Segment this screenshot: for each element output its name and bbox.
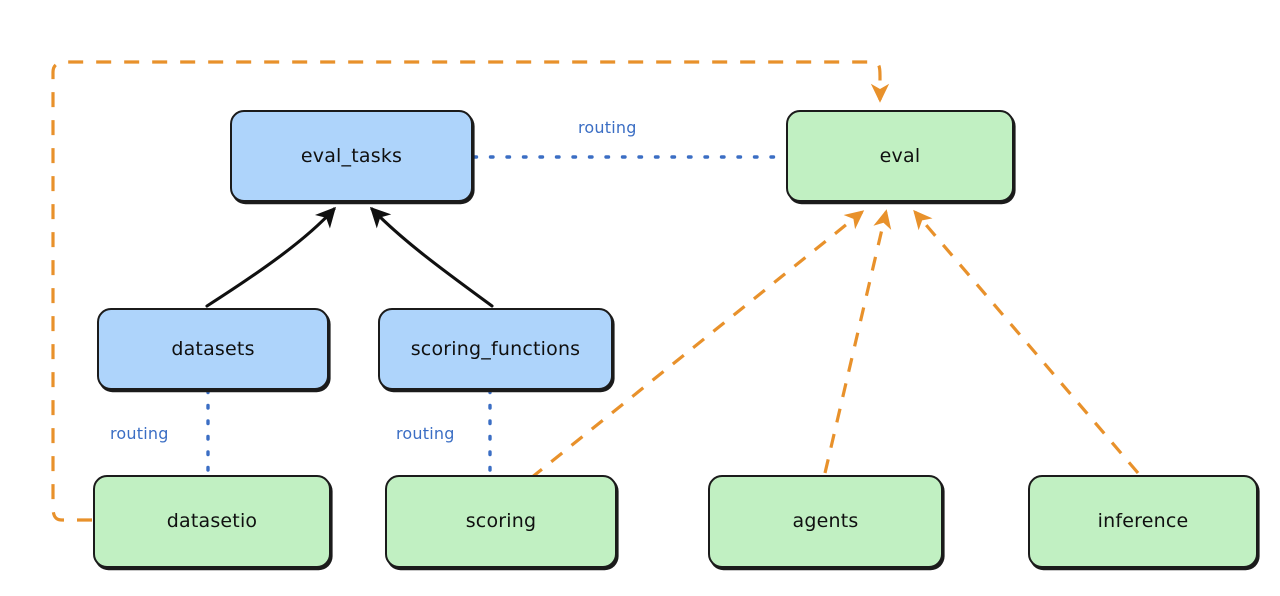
node-label-inference: inference — [1097, 510, 1189, 533]
node-label-datasetio: datasetio — [166, 510, 258, 533]
node-label-scoring-functions: scoring_functions — [410, 337, 581, 360]
node-datasetio[interactable]: datasetio — [93, 475, 331, 568]
node-eval-tasks[interactable]: eval_tasks — [230, 110, 473, 202]
node-scoring[interactable]: scoring — [385, 475, 617, 568]
edge-scoring-functions-to-eval-tasks — [369, 206, 494, 308]
node-agents[interactable]: agents — [708, 475, 943, 568]
edge-inference-to-eval — [913, 209, 1140, 475]
edge-agents-to-eval — [823, 209, 892, 474]
edge-datasetio-to-eval — [51, 60, 890, 522]
edge-datasets-to-eval-tasks — [205, 206, 336, 308]
node-label-scoring: scoring — [465, 510, 537, 533]
node-eval[interactable]: eval — [786, 110, 1014, 202]
node-datasets[interactable]: datasets — [97, 308, 329, 390]
edge-label-routing-scoring-functions: routing — [396, 424, 455, 443]
edge-scoring-to-eval — [529, 210, 865, 480]
node-label-datasets: datasets — [171, 337, 255, 360]
node-label-eval-tasks: eval_tasks — [300, 144, 403, 167]
node-scoring-functions[interactable]: scoring_functions — [378, 308, 613, 390]
node-inference[interactable]: inference — [1028, 475, 1258, 568]
node-label-agents: agents — [792, 510, 859, 533]
edge-label-routing-eval-tasks: routing — [578, 118, 637, 137]
edge-label-routing-datasets: routing — [110, 424, 169, 443]
node-label-eval: eval — [879, 144, 921, 167]
